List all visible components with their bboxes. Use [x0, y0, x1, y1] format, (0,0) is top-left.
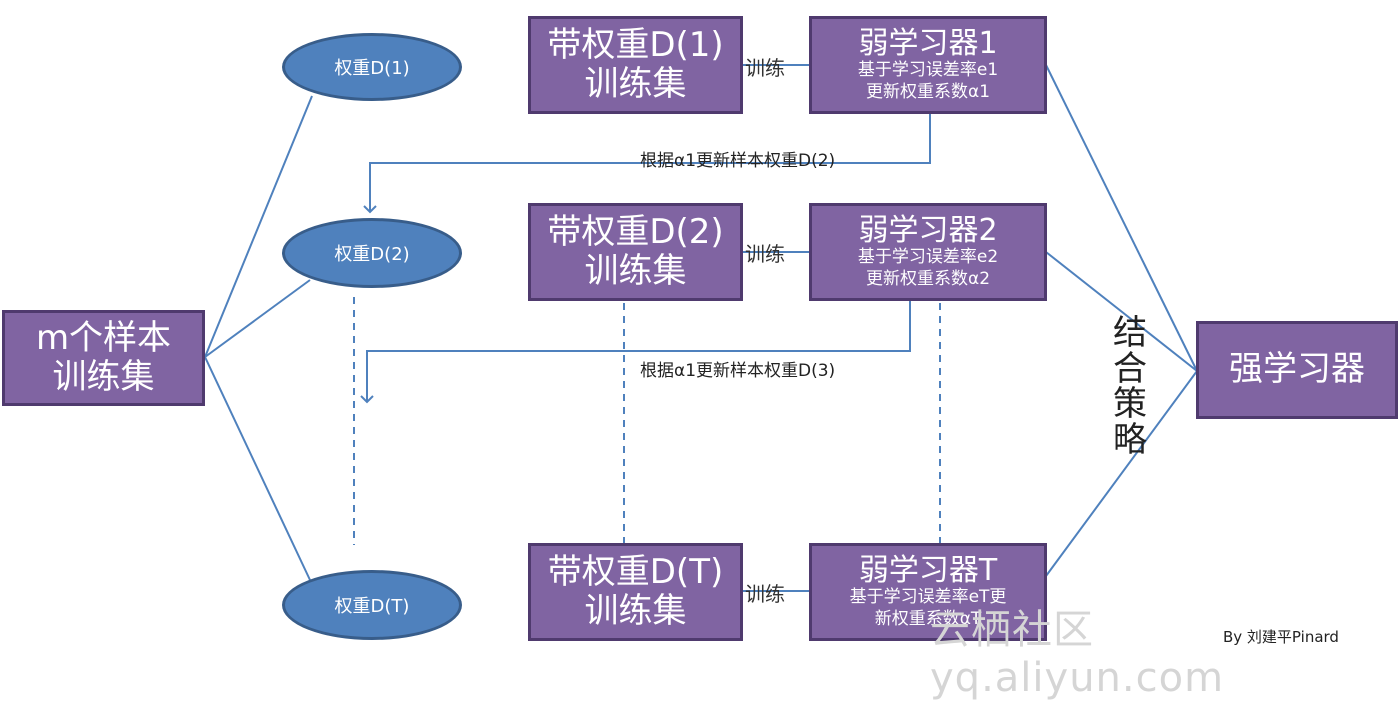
edge-source-w2 — [204, 279, 311, 358]
training-set-line2: 训练集 — [584, 591, 687, 631]
training-set-line2: 训练集 — [584, 251, 687, 291]
update-label-1: 根据α1更新样本权重D(2) — [640, 151, 836, 171]
source-line1: m个样本 — [35, 317, 172, 358]
learner-sub2: 新权重系数αT — [874, 608, 982, 629]
learner-sub1: 基于学习误差率e2 — [857, 247, 999, 268]
learner-sub2: 更新权重系数α2 — [865, 268, 991, 289]
source-dataset-box: m个样本 训练集 — [2, 310, 205, 406]
training-set-box-T: 带权重D(T) 训练集 — [528, 543, 743, 641]
edge-source-w1 — [204, 95, 313, 358]
training-set-box-1: 带权重D(1) 训练集 — [528, 16, 743, 114]
weight-label: 权重D(T) — [334, 596, 410, 617]
train-label-1: 训练 — [745, 56, 785, 80]
combine-char: 合 — [1113, 348, 1147, 389]
train-label-T: 训练 — [745, 582, 785, 606]
update-arrow-1 — [363, 114, 931, 214]
training-set-line1: 带权重D(2) — [547, 211, 724, 252]
learner-title: 弱学习器1 — [858, 26, 998, 62]
learner-title: 弱学习器T — [858, 553, 998, 589]
source-line2: 训练集 — [52, 357, 155, 397]
learner-sub1: 基于学习误差率eT更 — [849, 587, 1007, 608]
weight-ellipse-T: 权重D(T) — [282, 570, 462, 640]
training-set-line2: 训练集 — [584, 64, 687, 104]
author-credit: By 刘建平Pinard — [1223, 628, 1339, 646]
edge-learner2-strong — [1045, 251, 1198, 372]
learner-sub1: 基于学习误差率e1 — [857, 60, 999, 81]
train-label-2: 训练 — [745, 242, 785, 266]
weak-learner-box-T: 弱学习器T 基于学习误差率eT更 新权重系数αT — [809, 543, 1047, 641]
combine-char: 结 — [1113, 313, 1147, 353]
update-arrow-2 — [360, 300, 911, 404]
weight-ellipse-2: 权重D(2) — [282, 218, 462, 288]
training-set-line1: 带权重D(1) — [547, 24, 724, 65]
edge-learnerT-strong — [1045, 370, 1198, 577]
edge-learner1-strong — [1045, 64, 1198, 372]
edge-source-wT — [204, 356, 311, 581]
learner-title: 弱学习器2 — [858, 213, 998, 249]
update-label-2: 根据α1更新样本权重D(3) — [640, 361, 836, 381]
weight-label: 权重D(2) — [334, 244, 410, 265]
watermark: 云栖社区 yq.aliyun.com — [930, 607, 1225, 701]
strong-learner-label: 强学习器 — [1229, 349, 1365, 390]
learner-sub2: 更新权重系数α1 — [865, 81, 991, 102]
combine-char: 策 — [1113, 384, 1147, 425]
strong-learner-box: 强学习器 — [1196, 321, 1398, 419]
weight-label: 权重D(1) — [334, 58, 410, 79]
weak-learner-box-1: 弱学习器1 基于学习误差率e1 更新权重系数α1 — [809, 16, 1047, 114]
training-set-box-2: 带权重D(2) 训练集 — [528, 203, 743, 301]
combination-strategy-label: 结 合 策 略 — [1110, 313, 1150, 461]
training-set-line1: 带权重D(T) — [547, 551, 724, 592]
combine-char: 略 — [1113, 420, 1147, 461]
weak-learner-box-2: 弱学习器2 基于学习误差率e2 更新权重系数α2 — [809, 203, 1047, 301]
connector-lines — [204, 64, 1198, 592]
weight-ellipse-1: 权重D(1) — [282, 33, 462, 101]
